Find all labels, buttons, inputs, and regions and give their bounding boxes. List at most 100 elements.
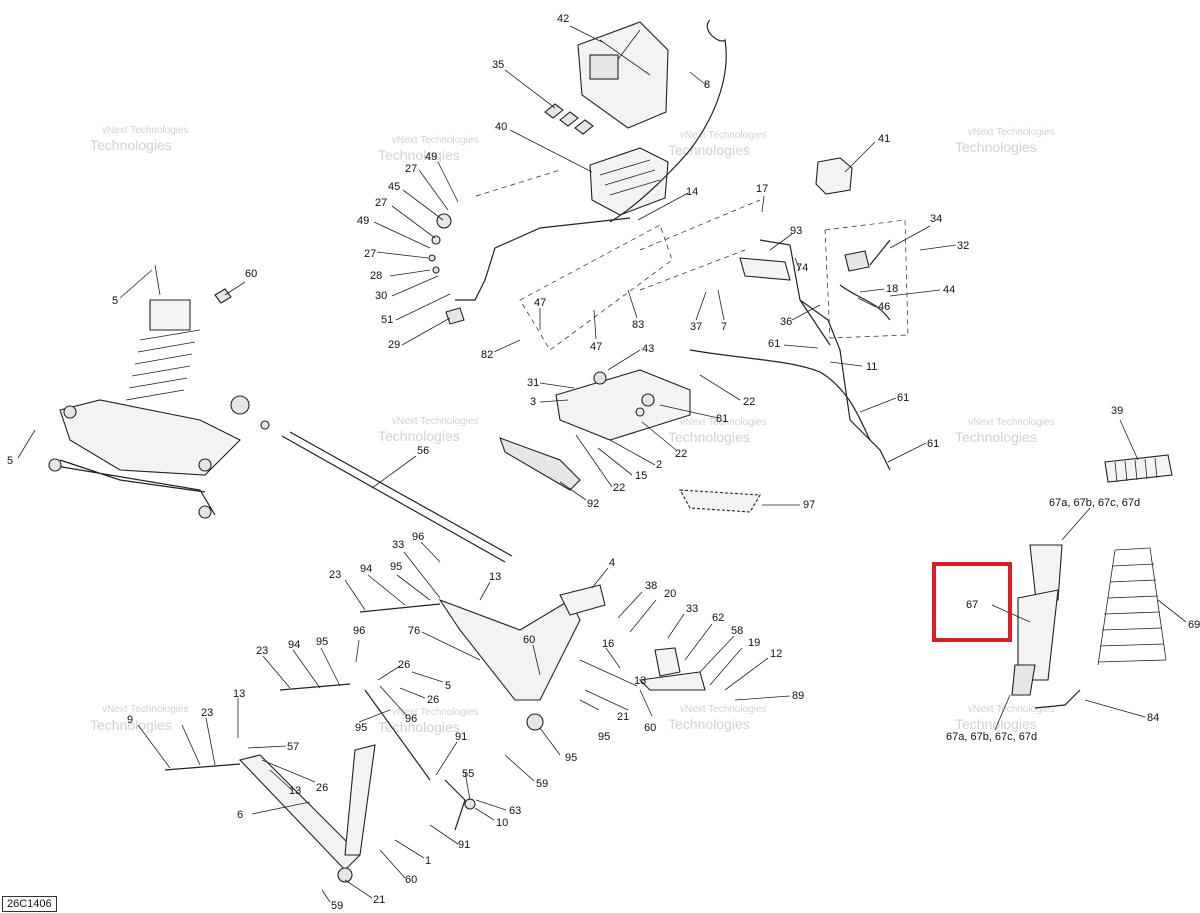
callout-label: 67a, 67b, 67c, 67d [946,731,1037,743]
callout-label: 32 [957,240,969,252]
watermark-text: Technologies [378,147,460,163]
callout-label: 28 [370,270,382,282]
callout-label: 13 [289,785,301,797]
callout-label: 74 [796,262,808,274]
watermark-text: Technologies [378,719,460,735]
watermark-text: vNext Technologies [392,707,479,718]
callout-label: 36 [780,316,792,328]
left-shock-top [149,299,191,331]
callout-label: 23 [256,645,268,657]
callout-label: 8 [704,79,710,91]
callout-label: 94 [288,639,300,651]
callout-label: 29 [388,339,400,351]
callout-label: 9 [127,714,133,726]
trailing-arm [438,598,581,701]
callout-label: 10 [496,817,508,829]
watermark-text: vNext Technologies [968,127,1055,138]
callout-label: 95 [598,731,610,743]
callout-label: 95 [565,752,577,764]
watermark-text: vNext Technologies [102,125,189,136]
watermark-text: Technologies [90,717,172,733]
callout-label: 21 [373,894,385,906]
watermark-text: Technologies [955,716,1037,732]
callout-label: 95 [390,561,402,573]
callout-label: 23 [329,569,341,581]
watermark-text: vNext Technologies [968,704,1055,715]
drive-shaft [281,435,506,563]
callout-label: 91 [458,839,470,851]
left-shock-spring [125,329,201,401]
air-line [455,217,631,301]
callout-label: 61 [897,392,909,404]
callout-label: 35 [492,59,504,71]
callout-label: 21 [617,711,629,723]
callout-label: 60 [523,634,535,646]
watermark-group: vNext Technologies Technologies vNext Te… [90,125,1055,735]
watermark-text: vNext Technologies [392,135,479,146]
callout-label: 95 [355,722,367,734]
watermark-text: Technologies [378,428,460,444]
diagram-code: 26C1406 [2,896,57,912]
compressor-bracket [577,21,669,129]
watermark-text: vNext Technologies [680,130,767,141]
callout-label: 34 [930,213,942,225]
watermark-text: vNext Technologies [680,417,767,428]
watermark-text: vNext Technologies [392,416,479,427]
callout-label: 49 [357,215,369,227]
callout-label: 41 [878,133,890,145]
module [815,157,853,195]
callout-label: 91 [455,731,467,743]
callout-label: 33 [686,603,698,615]
callout-label: 93 [790,225,802,237]
right-shock-reservoir [1029,544,1063,601]
bracket-connector [589,54,619,80]
callout-label: 38 [645,580,657,592]
callout-label: 22 [613,482,625,494]
callout-label: 47 [590,341,602,353]
callout-label: 33 [392,539,404,551]
callout-label: 26 [427,694,439,706]
callout-label: 82 [481,349,493,361]
callout-label: 57 [287,741,299,753]
callout-label: 40 [495,121,507,133]
callout-label: 96 [405,713,417,725]
callout-label: 47 [534,297,546,309]
callout-label: 51 [381,314,393,326]
callout-label: 60 [245,268,257,280]
leader-lines [17,25,1187,903]
callout-label: 18 [886,283,898,295]
callout-label: 5 [7,455,13,467]
callout-label: 23 [201,707,213,719]
callout-label: 39 [1111,405,1123,417]
callout-label: 7 [721,321,727,333]
link-57 [364,689,431,781]
callout-label: 5 [445,680,451,692]
coil-spring [1097,547,1167,663]
callout-label: 2 [656,459,662,471]
callout-label: 69 [1188,619,1200,631]
callout-label: 37 [690,321,702,333]
highlight-box-67[interactable]: 67 [932,562,1012,642]
callout-label: 1 [425,855,431,867]
callout-label: 62 [712,612,724,624]
callout-label: 58 [731,625,743,637]
watermark-text: Technologies [90,137,172,153]
callout-label: 67a, 67b, 67c, 67d [1049,497,1140,509]
callout-label: 11 [866,361,877,373]
air-line [609,19,727,223]
callout-label: 27 [375,197,387,209]
callout-label: 81 [716,413,728,425]
watermark-text: vNext Technologies [102,704,189,715]
callout-label: 20 [664,588,676,600]
callout-label: 27 [405,163,417,175]
callout-label: 97 [803,499,815,511]
callout-label: 96 [412,531,424,543]
callout-label: 55 [462,768,474,780]
callout-label: 43 [642,343,654,355]
callout-label: 59 [536,778,548,790]
part-97 [679,489,761,513]
watermark-text: vNext Technologies [968,417,1055,428]
watermark-text: Technologies [955,139,1037,155]
callout-label: 60 [405,874,417,886]
